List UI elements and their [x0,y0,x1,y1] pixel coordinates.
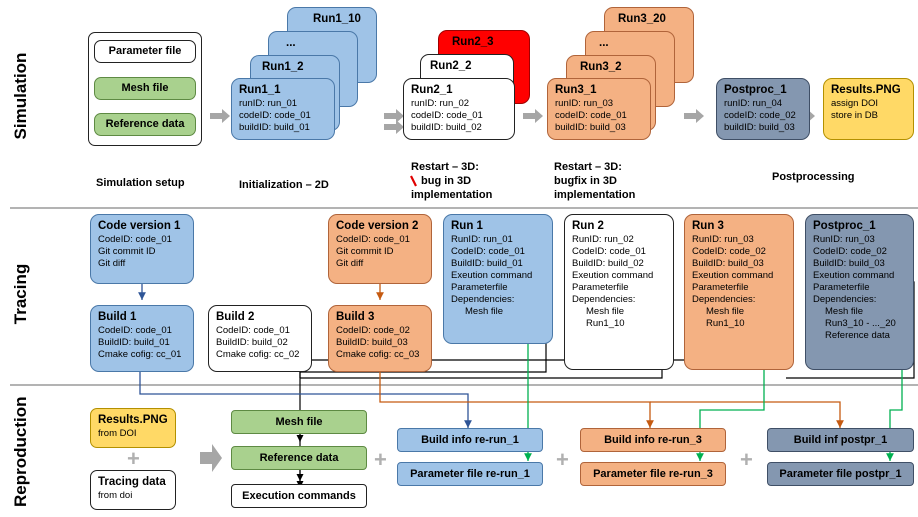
postprocessing-label: Postprocessing [772,171,855,183]
run2-front-card: Run2_1 runID: run_02 codeID: code_01 bui… [403,78,515,140]
build-1-card: Build 1 CodeID: code_01 BuildID: build_0… [90,305,194,372]
parameter-file-postpr-1: Parameter file postpr_1 [767,462,914,486]
plus-sign-4: + [740,447,753,472]
build-info-rerun-3: Build info re-run_3 [580,428,726,452]
code-version-1-card: Code version 1 CodeID: code_01 Git commi… [90,214,194,284]
setup-mesh-file: Mesh file [94,77,196,100]
build-info-rerun-1: Build info re-run_1 [397,428,543,452]
section-label-tracing: Tracing [11,263,30,325]
setup-reference-data: Reference data [94,113,196,136]
repro-execution-commands: Execution commands [231,484,367,508]
repro-reference-data: Reference data [231,446,367,470]
plus-sign-1: + [127,446,140,471]
connector-build3-postpr [650,401,844,428]
run3-front-card: Run3_1 runID: run_03 codeID: code_01 bui… [547,78,651,140]
run1-front-card: Run1_1 runID: run_01 codeID: code_01 bui… [231,78,335,140]
bug-mark-icon [410,175,417,187]
build-2-card: Build 2 CodeID: code_01 BuildID: build_0… [208,305,312,372]
repro-mesh-file: Mesh file [231,410,367,434]
connector-build3-rerun3 [379,372,654,428]
section-label-simulation: Simulation [11,52,30,140]
simulation-setup-label: Simulation setup [96,177,185,189]
build-3-card: Build 3 CodeID: code_02 BuildID: build_0… [328,305,432,372]
restart2-label: Restart – 3D: bugfix in 3D implementatio… [554,161,636,201]
code-version-2-card: Code version 2 CodeID: code_01 Git commi… [328,214,432,284]
results-sim-card: Results.PNG assign DOI store in DB [823,78,914,140]
run-2-trace-card: Run 2 RunID: run_02 CodeID: code_01 Buil… [564,214,674,370]
plus-sign-2: + [374,447,387,472]
initialization-label: Initialization – 2D [239,179,329,191]
tracing-data-card: Tracing data from doi [90,470,176,510]
parameter-file-rerun-1: Parameter file re-run_1 [397,462,543,486]
postproc-trace-card: Postproc_1 RunID: run_03 CodeID: code_02… [805,214,914,370]
parameter-file-rerun-3: Parameter file re-run_3 [580,462,726,486]
results-repro-card: Results.PNG from DOI [90,408,176,448]
run-1-trace-card: Run 1 RunID: run_01 CodeID: code_01 Buil… [443,214,553,344]
setup-parameter-file: Parameter file [94,40,196,63]
postproc-sim-card: Postproc_1 runID: run_04 codeID: code_02… [716,78,810,140]
section-label-reproduction: Reproduction [11,396,30,508]
flow-arrows [210,109,815,134]
reproduction-arrow [200,444,222,472]
connector-build1-rerun1 [139,372,472,428]
plus-sign-3: + [556,447,569,472]
build-info-postpr-1: Build inf postpr_1 [767,428,914,452]
run-3-trace-card: Run 3 RunID: run_03 CodeID: code_02 Buil… [684,214,794,370]
restart1-label: Restart – 3D: bug in 3D implementation [411,161,493,201]
